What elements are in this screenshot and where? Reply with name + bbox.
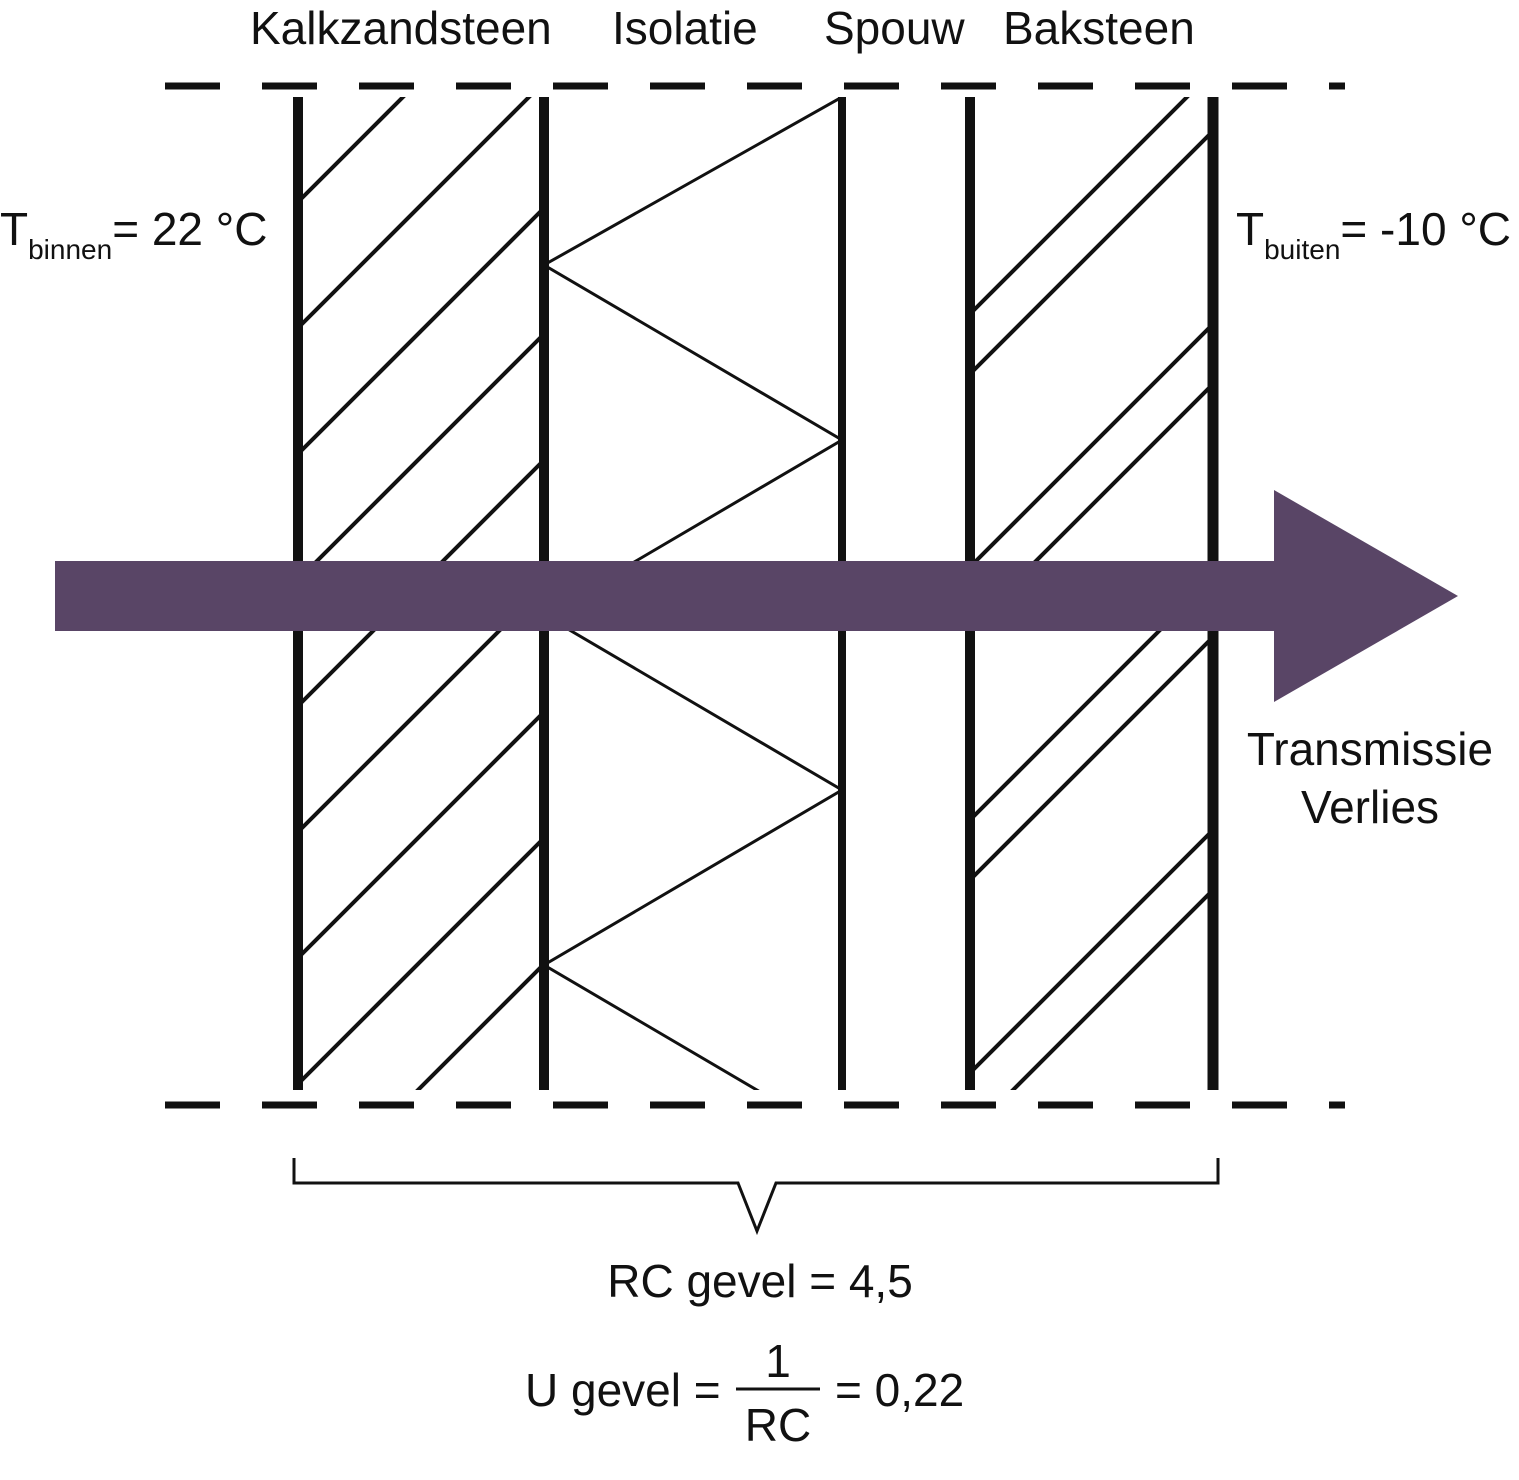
- kalkzandsteen-hatch: [300, 97, 544, 1090]
- u-formula-suffix: = 0,22: [835, 1364, 965, 1416]
- u-formula-prefix: U gevel =: [525, 1364, 721, 1416]
- outside-temperature: Tbuiten= -10 °C: [1236, 203, 1511, 265]
- transmission-arrow: [55, 490, 1458, 702]
- u-formula-denominator: RC: [744, 1399, 812, 1451]
- layer-label-kalkzandsteen: Kalkzandsteen: [250, 2, 552, 54]
- layer-label-isolatie: Isolatie: [612, 2, 758, 54]
- u-formula-numerator: 1: [765, 1335, 791, 1387]
- transmission-label: Transmissie Verlies: [1246, 723, 1494, 833]
- layer-label-baksteen: Baksteen: [1003, 2, 1195, 54]
- layer-label-spouw: Spouw: [824, 2, 965, 54]
- wall-brace: [292, 1158, 1220, 1236]
- rc-value: RC gevel = 4,5: [607, 1255, 913, 1307]
- inside-temperature: Tbinnen= 22 °C: [0, 203, 268, 265]
